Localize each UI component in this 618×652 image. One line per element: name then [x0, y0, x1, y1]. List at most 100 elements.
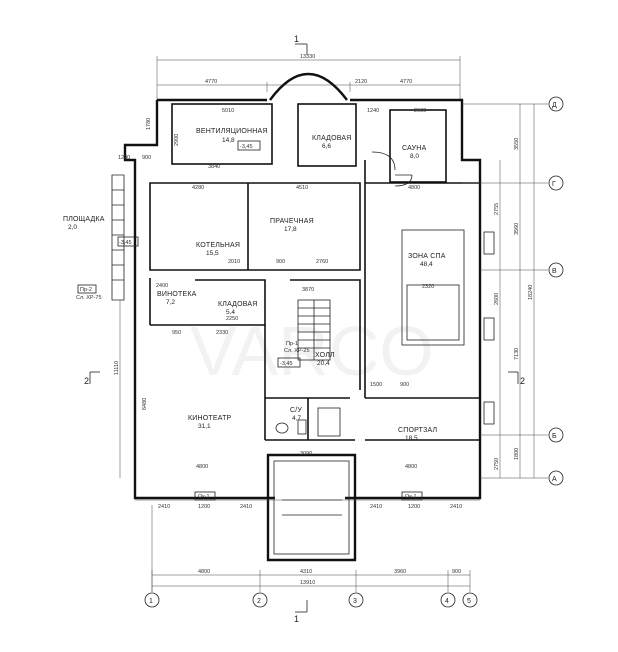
dim-top-total: 13330: [300, 54, 315, 60]
dim-r-3560: 3560: [514, 223, 520, 235]
axis-bubble-v: [548, 262, 564, 278]
dim-l-1780: 1780: [146, 118, 152, 130]
element-tags: Пр-1 Сл. ХР-25 Пр-2 Сл. ХР-75 Ок-1 Ок-1: [76, 284, 423, 501]
tag-pr2-sub: Сл. ХР-75: [76, 295, 102, 301]
axis-label-5: 5: [467, 598, 471, 605]
room-kino-area: 31,1: [198, 423, 211, 430]
axis-bubble-a: [548, 470, 564, 486]
bottom-axis-dimensions: 4800 4310 3960 900 13910: [151, 569, 471, 592]
dim-2250: 2250: [226, 316, 238, 322]
section-top-label: 1: [294, 34, 299, 44]
tag-ok1-right: Ок-1: [405, 494, 417, 500]
axis-label-a: А: [552, 476, 557, 483]
tag-ok1-left: Ок-1: [198, 494, 210, 500]
axis-bubble-b: [548, 427, 564, 443]
section-marks: 1 1 2 2: [84, 34, 525, 624]
tag-pr1-sub: Сл. ХР-25: [284, 348, 310, 354]
room-vinot-name: ВИНОТЕКА: [157, 291, 197, 298]
axis-bubble-1: [144, 592, 160, 608]
dim-bottom-total: 13910: [300, 580, 315, 586]
room-sauna-name: САУНА: [402, 145, 427, 152]
dim-900-prach: 900: [276, 259, 285, 265]
dim-l-6480: 6480: [142, 398, 148, 410]
axis-bubbles-right: Д Г В Б А: [462, 96, 564, 486]
level-2: -3,45: [280, 361, 293, 367]
axis-bubble-d: [548, 96, 564, 112]
dim-b-2410c: 2410: [370, 504, 382, 510]
room-sport-name: СПОРТЗАЛ: [398, 427, 438, 434]
dim-r-2600: 2600: [494, 293, 500, 305]
axis-label-1: 1: [149, 598, 153, 605]
dim-1500: 1500: [370, 382, 382, 388]
dim-3090: 3090: [300, 451, 312, 457]
dim-4800-spa: 4800: [408, 185, 420, 191]
outer-walls: [123, 73, 482, 562]
level-3: -3,45: [119, 240, 132, 246]
dim-3870: 3870: [302, 287, 314, 293]
dim-top-2120: 2120: [355, 79, 367, 85]
level-marks: -3,45 -3,45 -3,45: [117, 140, 301, 368]
room-vent-name: ВЕНТИЛЯЦИОННАЯ: [196, 128, 268, 135]
dim-3840: 3840: [208, 164, 220, 170]
dim-5010: 5010: [222, 108, 234, 114]
dim-r-1800: 1800: [514, 448, 520, 460]
dim-r-18240: 18240: [528, 285, 534, 300]
room-vent-area: 14,8: [222, 137, 235, 144]
dim-r-7130: 7130: [514, 348, 520, 360]
room-holl-name: ХОЛЛ: [315, 352, 335, 359]
room-klad2-area: 5,4: [226, 309, 235, 316]
room-klad1-area: 6,6: [322, 143, 331, 150]
room-plosh-name: ПЛОЩАДКА: [63, 216, 105, 223]
tag-pr2: Пр-2: [80, 287, 92, 293]
interior-walls: [149, 103, 480, 441]
room-kotel-area: 15,5: [206, 250, 219, 257]
axis-bubble-5: [462, 592, 478, 608]
room-sport-area: 18,5: [405, 435, 418, 442]
dim-2400: 2400: [156, 283, 168, 289]
axis-bubble-3: [348, 592, 364, 608]
room-kotel-name: КОТЕЛЬНАЯ: [196, 242, 240, 249]
axis-label-d: Д: [552, 102, 557, 109]
dim-2760: 2760: [316, 259, 328, 265]
dim-b-2410a: 2410: [158, 504, 170, 510]
room-vinot-area: 7,2: [166, 299, 175, 306]
dim-4800-sport: 4800: [405, 464, 417, 470]
room-sauna-area: 8,0: [410, 153, 419, 160]
interior-dimensions: 5010 2600 1240 3840 4280 4510 4800 1200 …: [118, 108, 434, 470]
dim-1200-left: 1200: [118, 155, 130, 161]
room-spa-name: ЗОНА СПА: [408, 253, 446, 260]
window-tags-right: [483, 231, 495, 425]
dim-bottom-3960: 3960: [394, 569, 406, 575]
axis-label-g: Г: [552, 181, 556, 188]
right-dimensions: 3550 2755 3560 2600 7130 18240 1800 2750: [494, 104, 535, 478]
axis-bubble-g: [548, 175, 564, 191]
dim-b-2410b: 2410: [240, 504, 252, 510]
room-spa-area: 48,4: [420, 261, 433, 268]
dim-b-1200a: 1200: [198, 504, 210, 510]
dim-r-3550: 3550: [514, 138, 520, 150]
dim-b-1200b: 1200: [408, 504, 420, 510]
dim-2600: 2600: [414, 108, 426, 114]
dim-b-2410d: 2410: [450, 504, 462, 510]
axis-label-v: В: [552, 268, 557, 275]
dim-4800-kino: 4800: [196, 464, 208, 470]
sauna-door-swing: [394, 174, 413, 187]
dim-1240: 1240: [367, 108, 379, 114]
dim-2330: 2330: [216, 330, 228, 336]
dim-bottom-900: 900: [452, 569, 461, 575]
room-klad1-name: КЛАДОВАЯ: [312, 135, 352, 142]
axis-bubble-4: [440, 592, 456, 608]
room-holl-area: 20,4: [317, 360, 330, 367]
spa-pool: [401, 229, 465, 346]
dim-l-2900: 2900: [174, 134, 180, 146]
bathroom-fixtures: [275, 407, 341, 437]
axis-label-3: 3: [353, 598, 357, 605]
dim-2320: 2320: [422, 284, 434, 290]
dim-2010: 2010: [228, 259, 240, 265]
bottom-window-dimensions: 2410 1200 2410 2410 1200 2410: [135, 499, 480, 510]
axis-bubble-2: [252, 592, 268, 608]
section-left-label: 2: [84, 376, 89, 386]
axis-label-4: 4: [445, 598, 449, 605]
axis-label-2: 2: [257, 598, 261, 605]
